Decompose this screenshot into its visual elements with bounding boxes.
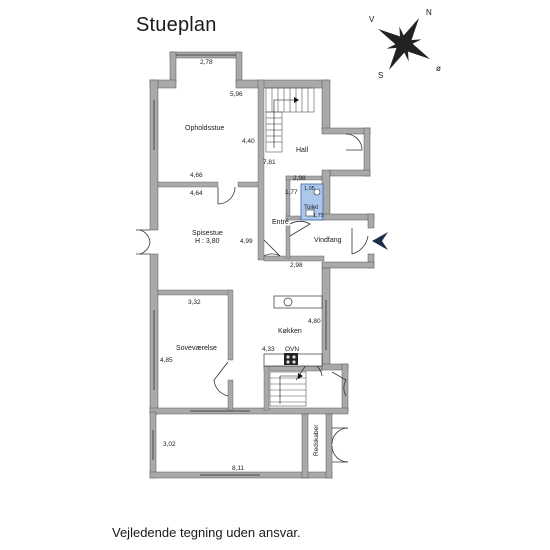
staircase-lower <box>269 371 307 407</box>
disclaimer-text: Vejledende tegning uden ansvar. <box>112 525 301 540</box>
dim-label: 4,33 <box>262 346 275 353</box>
room-label-toilet: Toilet <box>304 205 318 211</box>
compass-s-label: S <box>378 71 383 80</box>
dim-label: 4,99 <box>240 238 253 245</box>
dimension-labels: 2,78 5,96 4,40 7,81 4,66 4,64 4,99 2,98 … <box>160 59 324 472</box>
sink-icon <box>313 188 321 196</box>
toilet-fixture-icon <box>305 209 315 217</box>
dim-label: 4,80 <box>308 318 321 325</box>
doors <box>136 133 369 463</box>
room-label-hall: Hall <box>296 147 309 154</box>
kitchen-fixtures <box>263 295 323 367</box>
dim-label: 5,96 <box>230 91 243 98</box>
floor-plan: N V S ø <box>136 8 441 479</box>
dim-label: 4,40 <box>242 138 255 145</box>
room-label-vindfang: Vindfang <box>314 237 342 244</box>
dim-label: 2,98 <box>293 175 306 182</box>
dim-label: 8,11 <box>232 465 245 472</box>
kitchen-counter <box>273 295 323 309</box>
room-label-ovn: OVN <box>285 346 299 353</box>
toilet-room <box>300 183 324 221</box>
windows <box>152 54 327 476</box>
dim-label: 7,81 <box>263 159 276 166</box>
dim-label: 4,64 <box>190 190 203 197</box>
entrance-arrow-icon <box>372 232 388 250</box>
dim-label: 1,05 <box>304 186 315 192</box>
dim-label: 4,85 <box>160 357 173 364</box>
sink-icon <box>283 297 293 307</box>
room-label-spisestue: Spisestue <box>192 230 223 237</box>
dim-label: 3,02 <box>163 441 176 448</box>
compass-rose: N V S ø <box>369 8 441 80</box>
room-label-sovevaerelse: Soveværelse <box>176 345 217 352</box>
dim-label: 3,32 <box>188 299 201 306</box>
room-label-opholdsstue: Opholdsstue <box>185 125 224 132</box>
room-labels: Opholdsstue Hall Entré Toilet Vindfang S… <box>176 125 342 456</box>
staircase-upper <box>265 87 315 153</box>
room-label-entre: Entré <box>272 219 289 226</box>
oven-icon <box>284 353 298 365</box>
dim-label: 4,66 <box>190 172 203 179</box>
dim-label: 2,78 <box>200 59 213 66</box>
room-label-redskaber: Redskaber <box>313 424 320 456</box>
page-title: Stueplan <box>136 14 217 36</box>
compass-n-label: N <box>426 8 432 17</box>
compass-v-label: V <box>369 15 375 24</box>
room-label-spisestue-height: H : 3,80 <box>195 238 220 245</box>
room-label-koekken: Køkken <box>278 328 302 335</box>
dim-label: 1,75 <box>313 213 324 219</box>
compass-o-label: ø <box>436 64 441 73</box>
dim-label: 1,77 <box>285 189 298 196</box>
dim-label: 2,98 <box>290 262 303 269</box>
